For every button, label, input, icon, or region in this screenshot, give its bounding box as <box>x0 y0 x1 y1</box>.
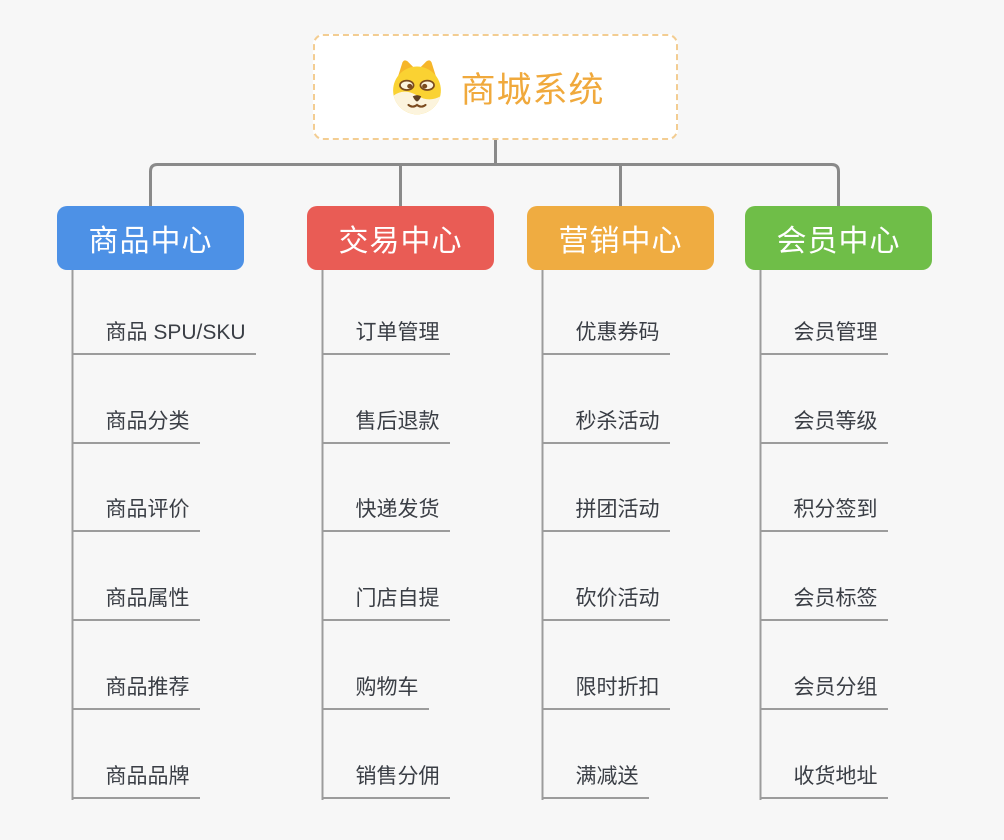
leaf-node[interactable]: 商品推荐 <box>72 675 200 710</box>
branch-label: 商品中心 <box>88 225 213 258</box>
leaf-node[interactable]: 购物车 <box>322 675 429 710</box>
leaf-node[interactable]: 限时折扣 <box>542 675 670 710</box>
branch-label: 交易中心 <box>338 225 463 258</box>
leaf-node[interactable]: 会员标签 <box>760 586 888 622</box>
leaf-node[interactable]: 订单管理 <box>322 320 450 355</box>
leaf-node[interactable]: 商品 SPU/SKU <box>72 320 256 355</box>
branch-node-3[interactable]: 营销中心 <box>527 206 714 270</box>
leaf-node[interactable]: 商品分类 <box>72 409 200 444</box>
leaf-node[interactable]: 优惠券码 <box>542 320 670 355</box>
branch-node-4[interactable]: 会员中心 <box>745 206 932 270</box>
leaf-node[interactable]: 秒杀活动 <box>542 409 670 444</box>
leaf-node[interactable]: 商品属性 <box>72 586 200 622</box>
leaf-node[interactable]: 会员管理 <box>760 320 888 355</box>
branch-node-2[interactable]: 交易中心 <box>307 206 494 270</box>
leaf-node[interactable]: 积分签到 <box>760 497 888 533</box>
leaf-node[interactable]: 快递发货 <box>322 497 450 533</box>
root-node[interactable]: 商城系统 <box>313 34 678 140</box>
branch-label: 会员中心 <box>776 225 901 258</box>
leaf-node[interactable]: 会员分组 <box>760 675 888 710</box>
leaf-node[interactable]: 商品评价 <box>72 497 200 533</box>
leaf-node[interactable]: 满减送 <box>542 764 649 799</box>
leaf-node[interactable]: 商品品牌 <box>72 764 200 799</box>
leaf-node[interactable]: 销售分佣 <box>322 764 450 799</box>
branch-node-1[interactable]: 商品中心 <box>57 206 244 270</box>
root-title: 商城系统 <box>460 70 605 110</box>
leaf-node[interactable]: 砍价活动 <box>542 586 670 622</box>
branch-label: 营销中心 <box>558 225 683 258</box>
leaf-node[interactable]: 门店自提 <box>322 586 450 622</box>
leaf-node[interactable]: 拼团活动 <box>542 497 670 533</box>
leaf-node[interactable]: 会员等级 <box>760 409 888 444</box>
leaf-node[interactable]: 收货地址 <box>760 764 888 799</box>
dog-face-icon <box>386 58 448 116</box>
leaf-node[interactable]: 售后退款 <box>322 409 450 444</box>
